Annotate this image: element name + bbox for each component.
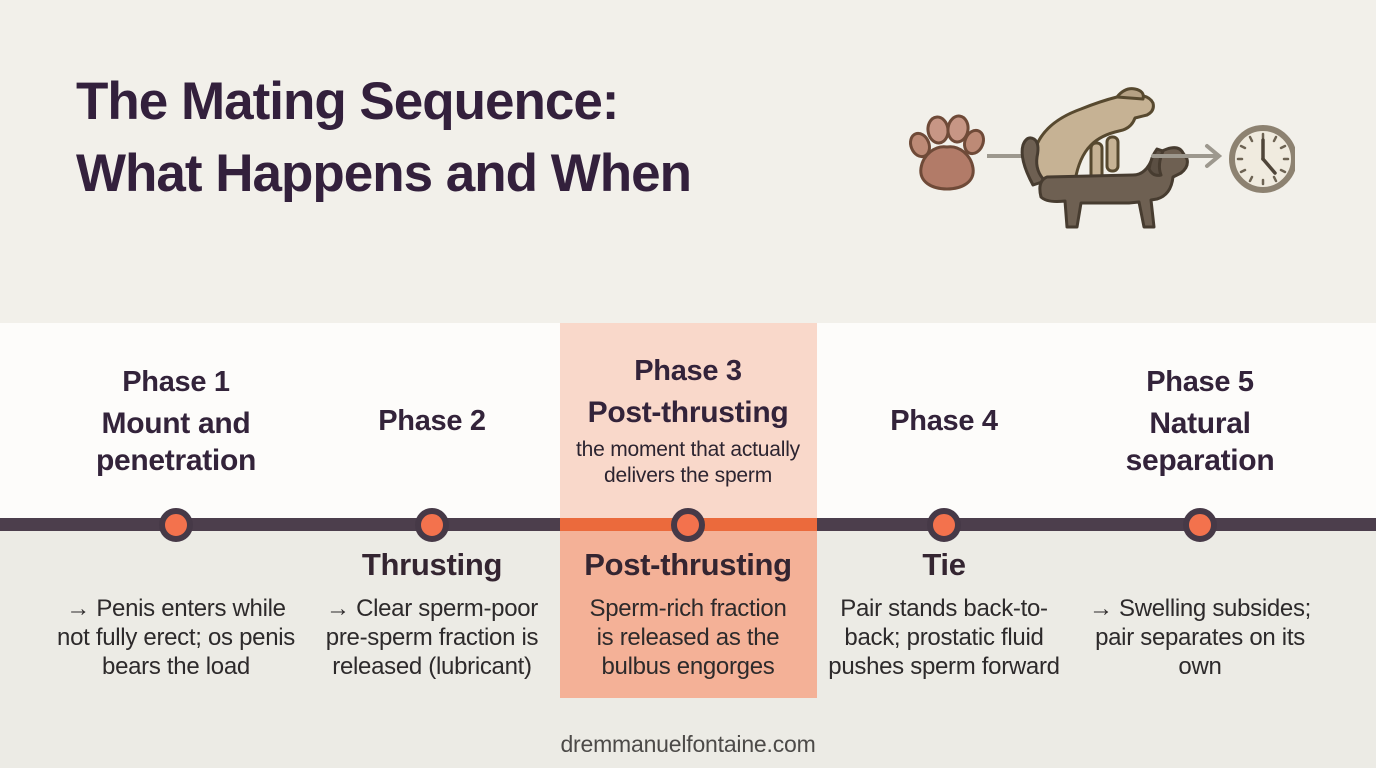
phase-4-milestone-dot — [927, 508, 961, 542]
phase-1-header: Phase 1 Mount and penetration — [48, 323, 304, 518]
phase3-highlight-bottom — [560, 531, 817, 698]
paw-icon — [909, 114, 985, 191]
header-icons — [909, 87, 1295, 229]
page-title-line1: The Mating Sequence: — [76, 72, 619, 131]
page-title-line2: What Happens and When — [76, 144, 692, 203]
phase-3-body: Post-thrusting Sperm-rich fraction is re… — [560, 540, 816, 698]
phase-2-milestone-dot — [415, 508, 449, 542]
mating-dogs-icon — [1020, 87, 1189, 229]
phase-2-stage-title: Thrusting — [361, 547, 503, 582]
phase-4-header: Phase 4 — [816, 323, 1072, 518]
phase-3-label: Phase 3 — [634, 355, 742, 387]
phase-5-body: → Swelling subsides; pair separates on i… — [1072, 540, 1328, 698]
phase-1-description: → Penis enters while not fully erect; os… — [57, 595, 295, 680]
phase-2-header: Phase 2 — [304, 323, 560, 518]
footer-website: dremmanuelfontaine.com — [560, 731, 816, 757]
phase-5-milestone-dot — [1183, 508, 1217, 542]
phase-4-description: Pair stands back-to- back; prostatic flu… — [828, 595, 1060, 680]
phase-3-header: Phase 3 Post-thrusting the moment that a… — [560, 323, 816, 518]
phase-5-description: → Swelling subsides; pair separates on i… — [1088, 595, 1312, 680]
phase-1-body: → Penis enters while not fully erect; os… — [48, 540, 304, 698]
phase-3-subtitle: the moment that actually delivers the sp… — [576, 438, 800, 487]
clock-icon — [1229, 125, 1295, 193]
arrow-connector-2 — [1151, 144, 1223, 168]
phase-2-body: Thrusting → Clear sperm-poor pre-sperm f… — [304, 540, 560, 698]
phase-1-label: Phase 1 — [122, 365, 230, 398]
phase-5-label: Phase 5 — [1146, 365, 1254, 398]
phase-4-body: Tie Pair stands back-to- back; prostatic… — [816, 540, 1072, 698]
phase-5-header: Phase 5 Natural separation — [1072, 323, 1328, 518]
phase3-highlight-top — [560, 323, 817, 518]
phase-5-name: Natural separation — [1125, 406, 1275, 477]
phase-4-label: Phase 4 — [890, 404, 998, 437]
phase-2-label: Phase 2 — [378, 404, 486, 437]
phase-3-name: Post-thrusting — [587, 396, 789, 429]
phase-3-description: Sperm-rich fraction is released as the b… — [589, 595, 787, 680]
phase-2-description: → Clear sperm-poor pre-sperm fraction is… — [325, 595, 539, 680]
phase-1-milestone-dot — [159, 508, 193, 542]
phase-3-stage-title: Post-thrusting — [584, 547, 792, 582]
page-title: The Mating Sequence: What Happens and Wh… — [76, 66, 876, 210]
phase-1-name: Mount and penetration — [95, 406, 257, 477]
phase-4-stage-title: Tie — [922, 547, 966, 582]
phase-3-milestone-dot — [671, 508, 705, 542]
